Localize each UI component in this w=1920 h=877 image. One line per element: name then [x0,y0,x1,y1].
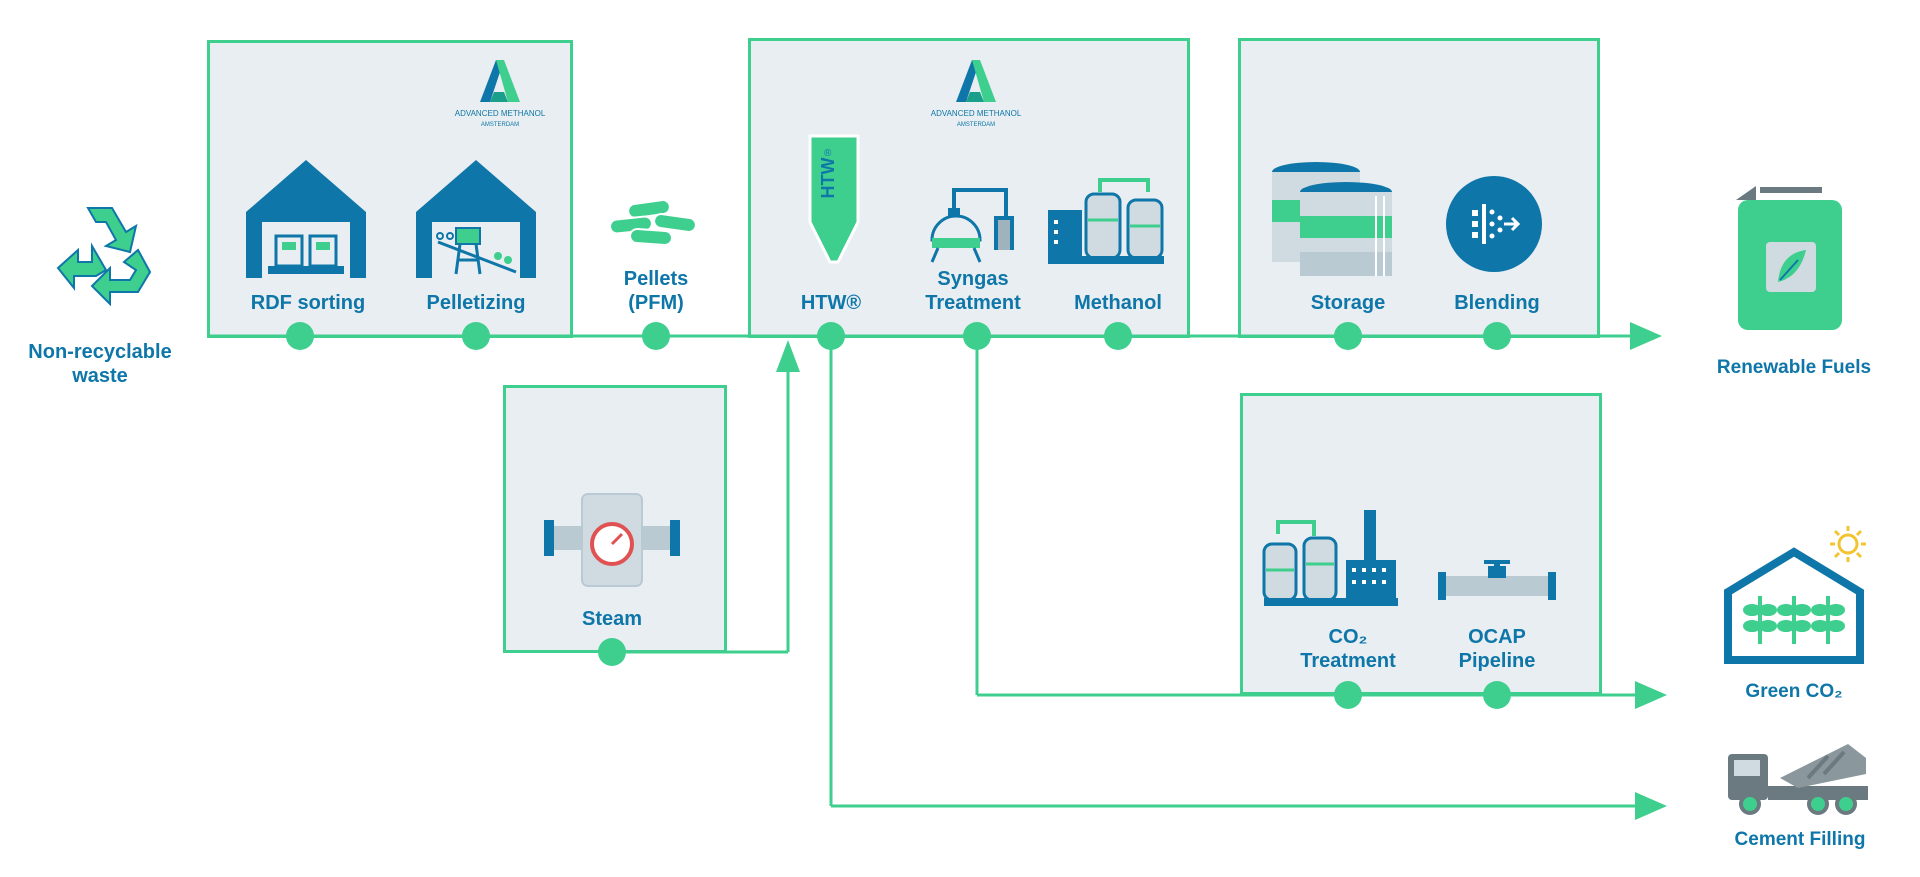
advanced-methanol-logo-1: ADVANCED METHANOL AMSTERDAM [455,60,546,128]
label-co2-treatment: CO₂ Treatment [1300,625,1396,673]
label-syngas: Syngas Treatment [925,267,1021,315]
label-co2-line1: CO₂ [1328,626,1368,648]
label-waste-line1: Non-recyclable [28,341,172,363]
steam-valve-icon [544,493,680,587]
pellets-icon [609,199,697,246]
dot-htw [817,322,845,350]
dot-rdf-sorting [286,322,314,350]
label-blending: Blending [1454,292,1540,314]
recycle-icon [56,207,152,307]
logo-text-line2: AMSTERDAM [481,122,519,128]
htw-icon-text: HTW [818,157,838,198]
dot-ocap [1483,681,1511,709]
dot-pellets [642,322,670,350]
pipeline-icon [1438,560,1556,600]
label-pelletizing: Pelletizing [426,292,526,314]
dot-storage [1334,322,1362,350]
greenhouse-icon [1724,547,1864,664]
htw-icon-mark: ® [824,148,832,159]
logo-text-line2: AMSTERDAM [957,122,995,128]
sun-icon [1830,526,1866,562]
dot-pelletizing [462,322,490,350]
flow-lines [207,334,1655,808]
label-green-co2: Green CO₂ [1745,681,1843,702]
arrow-cement-icon [1635,792,1667,820]
co2-plant-icon [1262,510,1398,606]
label-waste: Non-recyclable waste [28,340,171,388]
label-syngas-line1: Syngas [937,268,1009,290]
label-pellets-line2: (PFM) [628,292,684,314]
logo-text-line1: ADVANCED METHANOL [931,109,1022,118]
syngas-plant-icon [930,188,1014,263]
dot-syngas [963,322,991,350]
label-methanol: Methanol [1074,292,1162,314]
label-pellets: Pellets (PFM) [624,267,688,315]
box-co2-ocap [1240,393,1602,695]
warehouse-sorting-icon [246,160,366,278]
dot-co2-treatment [1334,681,1362,709]
htw-gasifier-icon: HTW ® [808,134,860,264]
label-syngas-line2: Treatment [925,292,1021,314]
label-ocap-line1: OCAP [1468,626,1526,648]
label-storage: Storage [1310,292,1386,314]
flow-arrows [776,322,1667,820]
label-rdf-sorting: RDF sorting [250,292,366,314]
cement-truck-icon [1728,744,1868,815]
label-ocap: OCAP Pipeline [1459,625,1536,673]
storage-tanks-icon [1272,162,1392,276]
blending-icon [1446,176,1542,272]
warehouse-pelletizing-icon [416,160,536,278]
label-renewable-fuels: Renewable Fuels [1716,357,1872,378]
label-steam: Steam [581,608,643,630]
advanced-methanol-logo-2: ADVANCED METHANOL AMSTERDAM [931,60,1022,128]
logo-text-line1: ADVANCED METHANOL [455,109,546,118]
label-waste-line2: waste [72,365,128,387]
arrow-renewable-fuels-icon [1630,322,1662,350]
arrow-green-co2-icon [1635,681,1667,709]
label-co2-line2: Treatment [1300,650,1396,672]
label-pellets-line1: Pellets [623,268,689,290]
flow-dots [286,322,1511,709]
label-cement-filling: Cement Filling [1734,829,1866,850]
dot-blending [1483,322,1511,350]
jerrycan-leaf-icon [1736,186,1842,330]
methanol-plant-icon [1048,178,1164,264]
dot-methanol [1104,322,1132,350]
dot-steam [598,638,626,666]
label-htw: HTW® [800,292,862,314]
label-ocap-line2: Pipeline [1458,650,1536,672]
arrow-steam-up-icon [776,340,800,372]
